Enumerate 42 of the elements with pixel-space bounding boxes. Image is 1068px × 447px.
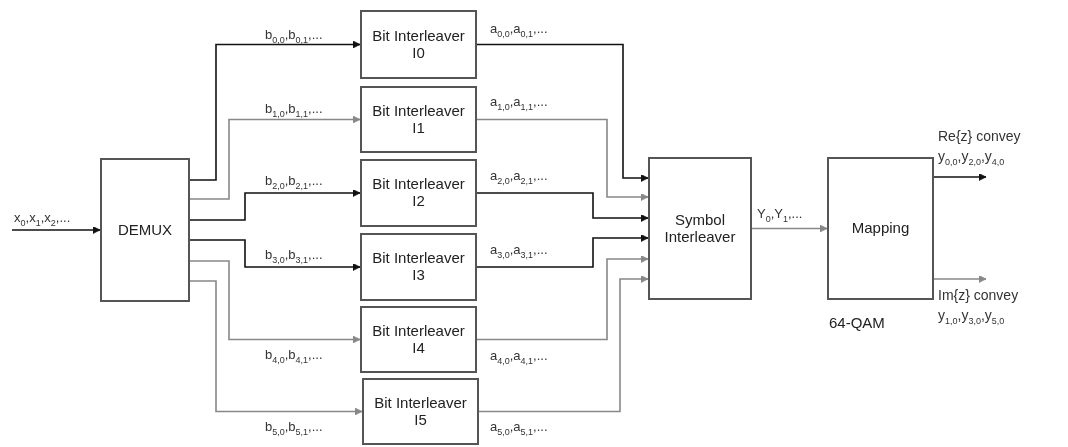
arrow xyxy=(189,40,361,181)
edge-label: a$_{3,0}$,a$_{3,1}$,... xyxy=(490,242,548,261)
edge-label: b$_{4,0}$,b$_{4,1}$,... xyxy=(265,347,323,366)
bit-interleaver-box: Bit Interleaver I0 xyxy=(360,10,477,79)
symbol-interleaver-box: Symbol Interleaver xyxy=(648,157,752,300)
edge-label: b$_{3,0}$,b$_{3,1}$,... xyxy=(265,247,323,266)
bit-interleaver-box: Bit Interleaver I1 xyxy=(360,86,477,153)
demux-box: DEMUX xyxy=(100,158,190,302)
edge-label: b$_{1,0}$,b$_{1,1}$,... xyxy=(265,101,323,120)
caption-text: 64-QAM xyxy=(829,314,885,331)
edge-label: Y$_{0}$,Y$_{1}$,... xyxy=(757,206,803,225)
edge-label: Im{z} convey y$_{1,0}$,y$_{3,0}$,y$_{5,0}$ xyxy=(938,286,1020,329)
edge-label: a$_{4,0}$,a$_{4,1}$,... xyxy=(490,348,548,367)
arrow xyxy=(476,43,649,182)
arrow xyxy=(189,189,361,221)
arrow xyxy=(189,280,363,416)
arrow xyxy=(933,173,987,181)
edge-label: Re{z} convey y$_{0,0}$,y$_{2,0}$,y$_{4,0}$ xyxy=(938,127,1022,170)
edge-label: b$_{5,0}$,b$_{5,1}$,... xyxy=(265,419,323,438)
arrow xyxy=(476,255,649,341)
arrow xyxy=(478,275,649,413)
mapping-box: Mapping xyxy=(827,157,934,300)
arrow xyxy=(189,239,361,271)
arrow xyxy=(11,226,101,234)
edge-label: x$_{0}$,x$_{1}$,x$_{2}$,... xyxy=(14,210,71,229)
edge-label: b$_{0,0}$,b$_{0,1}$,... xyxy=(265,27,323,46)
arrow xyxy=(476,118,649,201)
edge-label: a$_{5,0}$,a$_{5,1}$,... xyxy=(490,419,548,438)
arrow xyxy=(476,192,649,222)
edge-label: a$_{0,0}$,a$_{0,1}$,... xyxy=(490,21,548,40)
arrow xyxy=(933,275,987,283)
edge-label: a$_{1,0}$,a$_{1,1}$,... xyxy=(490,94,548,113)
arrow xyxy=(189,115,361,200)
bit-interleaver-box: Bit Interleaver I3 xyxy=(360,233,477,301)
edge-label: a$_{2,0}$,a$_{2,1}$,... xyxy=(490,168,548,187)
edge-label: b$_{2,0}$,b$_{2,1}$,... xyxy=(265,173,323,192)
bit-interleaver-box: Bit Interleaver I5 xyxy=(362,378,479,445)
bit-interleaver-box: Bit Interleaver I4 xyxy=(360,306,477,373)
bit-interleaver-box: Bit Interleaver I2 xyxy=(360,159,477,227)
arrow xyxy=(476,234,649,268)
arrow xyxy=(751,224,828,233)
arrow xyxy=(189,260,361,344)
